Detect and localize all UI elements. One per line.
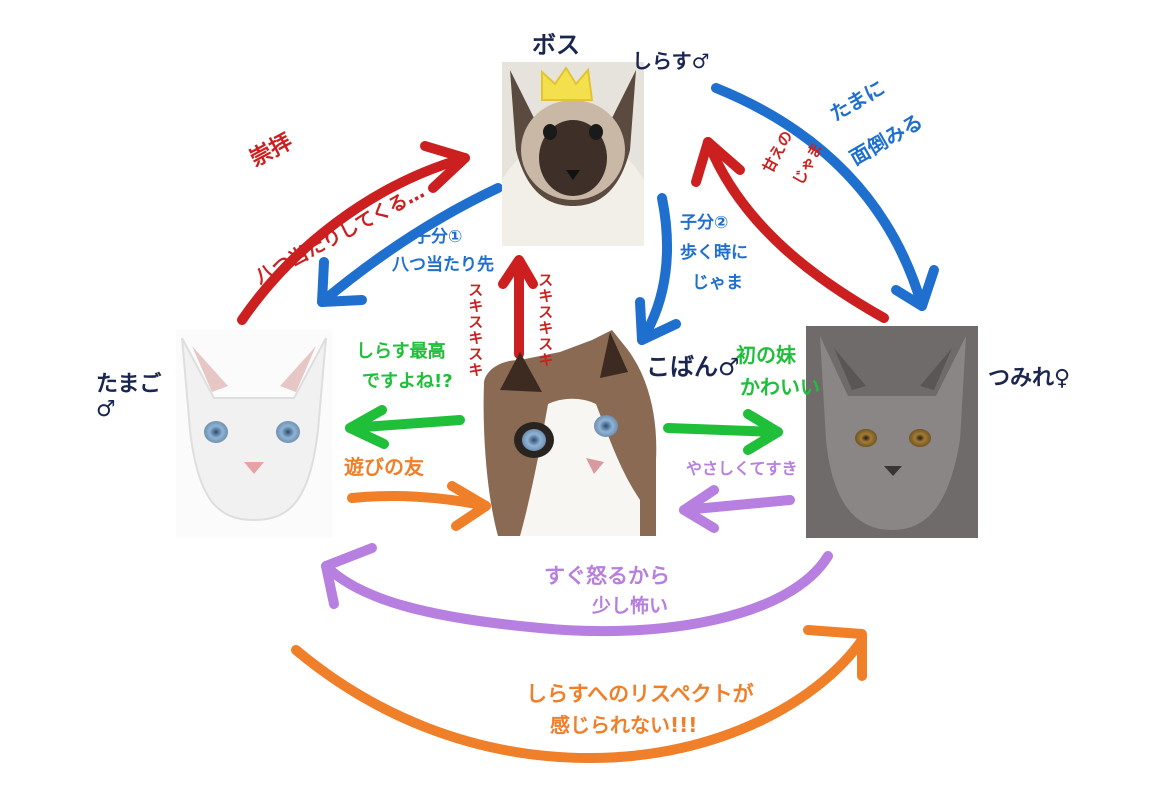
arrow-shirasu-to-koban — [637, 193, 673, 345]
cat-photo-koban — [483, 330, 657, 536]
label-shirasu-name: しらす♂ — [632, 49, 710, 73]
arrow-tamago-to-shirasu-head — [420, 141, 470, 193]
arrow-tsumire-to-koban — [679, 495, 795, 515]
label-shirasu-to-koban-3: じゃま — [692, 273, 743, 293]
crown-icon — [541, 66, 594, 101]
arrow-tsumire-to-shirasu-head — [691, 137, 745, 187]
label-koban-to-tamago-2: ですよね!? — [362, 371, 453, 392]
label-koban-to-tsumire-2: かわいい — [740, 375, 820, 399]
cat-photo-shirasu — [502, 62, 644, 246]
label-tsumire-to-koban: やさしくてすき — [686, 459, 798, 478]
arrow-tsumire-to-tamago — [321, 551, 833, 637]
arrow-shirasu-to-tsumire-head — [891, 265, 939, 311]
arrow-shirasu-to-tamago — [317, 183, 503, 307]
arrow-koban-to-tsumire-head — [743, 409, 783, 455]
arrow-tamago-to-shirasu — [237, 153, 470, 325]
label-shirasu-to-koban-2: 歩く時に — [680, 243, 748, 263]
arrow-koban-to-tsumire — [663, 423, 783, 437]
arrow-tsumire-to-koban-head — [679, 485, 719, 533]
arrow-tamago-to-tsumire-head — [803, 625, 867, 681]
arrow-koban-to-tamago-head — [345, 405, 389, 449]
arrow-koban-to-shirasu-head — [498, 255, 538, 289]
arrow-shirasu-to-koban-head — [635, 297, 681, 345]
cat-photo-tsumire — [806, 326, 978, 538]
arrow-tamago-to-tsumire — [291, 635, 867, 763]
label-shirasu-to-tamago-1: 子分① — [414, 227, 463, 247]
arrow-tamago-to-koban — [347, 491, 491, 511]
label-tamago-to-koban: 遊びの友 — [344, 455, 424, 479]
arrow-tsumire-to-tamago-head — [321, 543, 377, 609]
cat-photo-tamago — [176, 330, 332, 538]
label-koban-to-shirasu: スキスキスキ — [466, 282, 485, 378]
label-tsumire-to-tamago-1: すぐ怒るから — [544, 564, 670, 588]
label-tamago-name: たまご♂ — [96, 372, 162, 423]
arrow-shirasu-to-tsumire — [711, 83, 927, 311]
label-koban-to-tsumire-1: 初の妹 — [736, 343, 796, 367]
label-tamago-to-tsumire-2: 感じられない!!! — [550, 713, 698, 737]
arrow-tamago-to-koban-head — [447, 481, 491, 531]
label-koban-to-tamago-1: しらす最高 — [356, 341, 446, 362]
arrow-shirasu-to-tamago-head — [317, 257, 367, 307]
label-koban-name: こばん♂ — [646, 353, 740, 381]
label-tsumire-to-tamago-2: 少し怖い — [592, 595, 669, 617]
label-shirasu-title: ボス — [532, 31, 580, 59]
label-shirasu-to-koban-1: 子分② — [680, 213, 729, 233]
label-shirasu-to-koban-love: スキスキスキ — [536, 272, 555, 368]
arrow-tsumire-to-shirasu — [703, 137, 889, 323]
label-shirasu-to-tamago-2: 八つ当たり先 — [392, 255, 494, 275]
label-tsumire-name: つみれ♀ — [988, 366, 1071, 391]
arrow-koban-to-tamago — [345, 415, 465, 433]
label-tamago-to-tsumire-1: しらすへのリスペクトが — [526, 682, 754, 706]
